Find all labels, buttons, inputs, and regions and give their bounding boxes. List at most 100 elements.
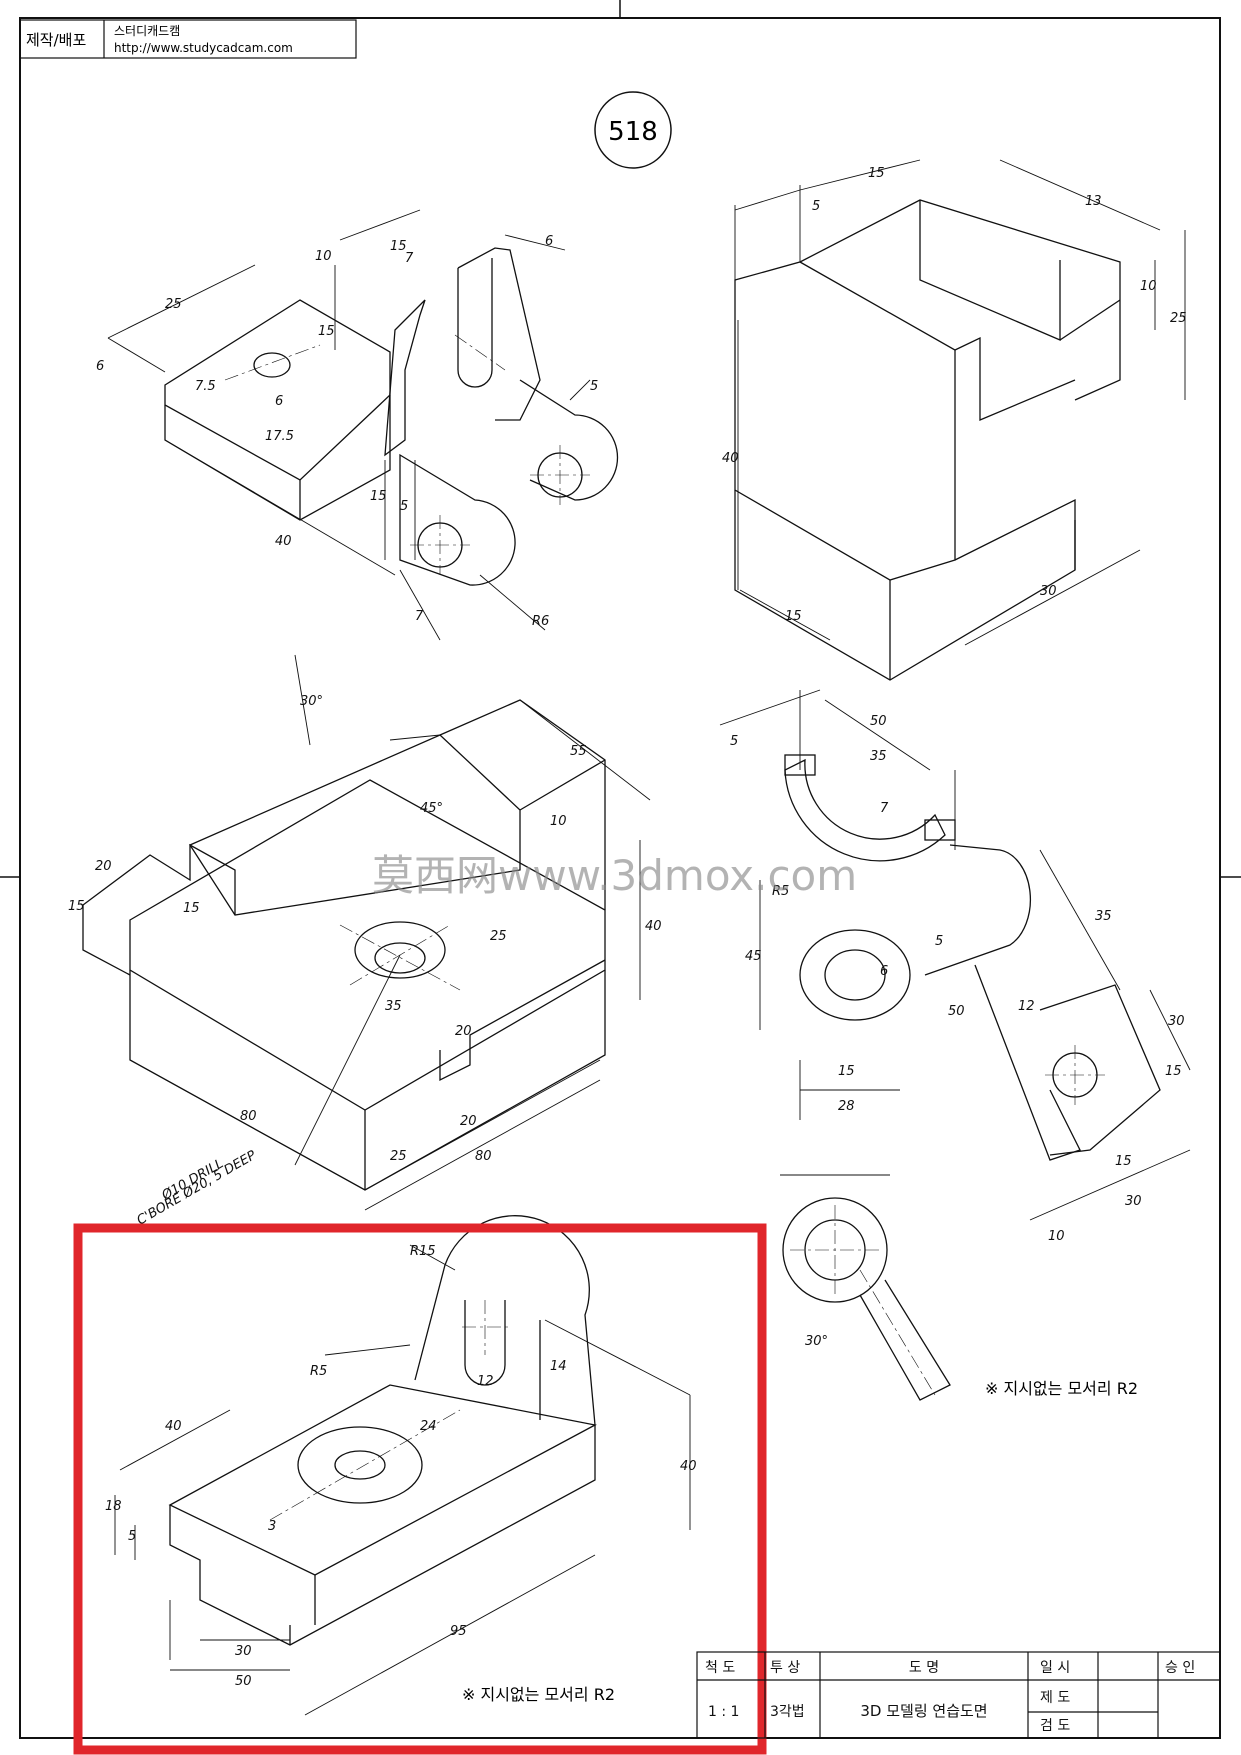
svg-text:제 도: 제 도 [1040,1690,1070,1706]
dimension-label: 45 [745,949,762,964]
dimension-label: 7.5 [195,379,216,394]
title-block-text: 척 도 투 상 도 명 일 시 승 인 1 : 1 3각법 3D 모델링 연습도… [705,1660,1195,1734]
svg-text:1 : 1: 1 : 1 [708,1704,739,1720]
fillet-note-right: ※ 지시없는 모서리 R2 [985,1379,1138,1398]
dimension-label: 30° [300,694,323,709]
dimension-label: C'BORE Ø20, 5 DEEP [135,1148,259,1229]
dimension-label: 15 [1115,1154,1132,1169]
dimension-label: 15 [785,609,802,624]
dimension-label: 15 [868,166,885,181]
dimension-label: 25 [390,1149,407,1164]
dimension-label: R5 [310,1364,327,1379]
dimension-label: 50 [235,1674,252,1689]
svg-text:일 시: 일 시 [1040,1660,1070,1676]
dimension-label: 25 [490,929,507,944]
dimension-label: 28 [838,1099,855,1114]
view-top-right-dims: 5 15 13 10 25 40 15 30 [722,166,1187,624]
dimension-label: 14 [550,1359,567,1374]
org-name: 스터디캐드캠 [114,24,180,38]
dimension-label: 20 [455,1024,472,1039]
title-block [696,1651,1221,1739]
dimension-label: 25 [1170,311,1187,326]
dimension-label: 80 [240,1109,257,1124]
dimension-label: 15 [370,489,387,504]
dimension-label: 30 [1168,1014,1185,1029]
dimension-label: 17.5 [265,429,294,444]
view-top-right [734,159,1186,681]
view-mid-left-dims: 30° 55 45° 10 20 15 15 40 25 35 20 20 25… [68,694,662,1164]
svg-text:투 상: 투 상 [770,1660,800,1676]
dimension-label: 20 [460,1114,477,1129]
dimension-label: 45° [420,801,443,816]
dimension-label: 20 [95,859,112,874]
dimension-label: 3 [268,1519,276,1534]
dimension-label: R6 [532,614,549,629]
dimension-label: 5 [935,934,943,949]
dimension-label: 13 [1085,194,1102,209]
dimension-label: 30 [1125,1194,1142,1209]
dimension-label: 7 [415,609,424,624]
dimension-label: 80 [475,1149,492,1164]
dimension-label: R5 [772,884,789,899]
dimension-label: 5 [812,199,820,214]
dimension-label: 15 [390,239,407,254]
view-bottom-left-dims: R15 R5 12 14 40 24 40 18 5 3 30 50 95 [105,1244,697,1689]
view-bottom-left [114,1215,691,1716]
dimension-label: 6 [96,359,104,374]
dimension-label: 10 [1140,279,1157,294]
org-url: http://www.studycadcam.com [114,41,293,55]
dimension-label: 35 [870,749,887,764]
dimension-label: R15 [410,1244,436,1259]
dimension-label: 7 [880,801,889,816]
header-box: 제작/배포 스터디캐드캠 http://www.studycadcam.com [19,19,357,59]
view-top-left-dims: 25 6 15 7 6 10 15 5 7.5 6 17.5 40 15 5 7… [96,234,598,629]
drawing-number: 518 [608,117,658,147]
svg-text:척 도: 척 도 [705,1660,735,1676]
dimension-label: 40 [680,1459,697,1474]
view-mid-right-dims: 5 50 35 7 R5 45 5 6 35 50 12 30 15 15 28… [730,714,1185,1349]
dimension-label: 15 [318,324,335,339]
dimension-label: 10 [550,814,567,829]
dimension-label: 5 [400,499,408,514]
dimension-label: 15 [68,899,85,914]
highlight-box [73,1223,767,1755]
dimension-label: 5 [128,1529,136,1544]
dimension-label: 30 [235,1644,252,1659]
dimension-label: 40 [165,1419,182,1434]
svg-text:도 명: 도 명 [909,1660,939,1676]
dimension-label: 15 [838,1064,855,1079]
dimension-label: 6 [880,964,888,979]
dimension-label: 35 [385,999,402,1014]
dimension-label: 50 [870,714,887,729]
svg-text:3D 모델링 연습도면: 3D 모델링 연습도면 [860,1702,987,1720]
svg-text:검 도: 검 도 [1040,1718,1070,1734]
dimension-label: 24 [420,1419,437,1434]
drawing-number-badge: 518 [594,91,672,169]
dimension-label: 6 [545,234,553,249]
dimension-label: 12 [1018,999,1035,1014]
svg-text:3각법: 3각법 [770,1704,805,1720]
dimension-label: 30 [1040,584,1057,599]
fillet-note-bottom: ※ 지시없는 모서리 R2 [462,1685,615,1704]
dimension-label: 55 [570,744,587,759]
made-label: 제작/배포 [26,31,86,49]
dimension-label: 5 [590,379,598,394]
view-mid-left [82,654,651,1211]
dimension-label: 35 [1095,909,1112,924]
dimension-label: 5 [730,734,738,749]
dimension-label: 30° [805,1334,828,1349]
dimension-label: 18 [105,1499,122,1514]
drill-note: Ø10 DRILL C'BORE Ø20, 5 DEEP [135,1148,259,1229]
dimension-label: 40 [645,919,662,934]
watermark: 莫西网www.3dmox.com [372,851,857,900]
dimension-label: 15 [1165,1064,1182,1079]
dimension-label: 50 [948,1004,965,1019]
dimension-label: 7 [405,251,414,266]
dimension-label: 25 [165,297,182,312]
dimension-label: 10 [1048,1229,1065,1244]
view-mid-right [719,689,1191,1401]
svg-text:승 인: 승 인 [1165,1660,1195,1676]
dimension-label: 6 [275,394,283,409]
